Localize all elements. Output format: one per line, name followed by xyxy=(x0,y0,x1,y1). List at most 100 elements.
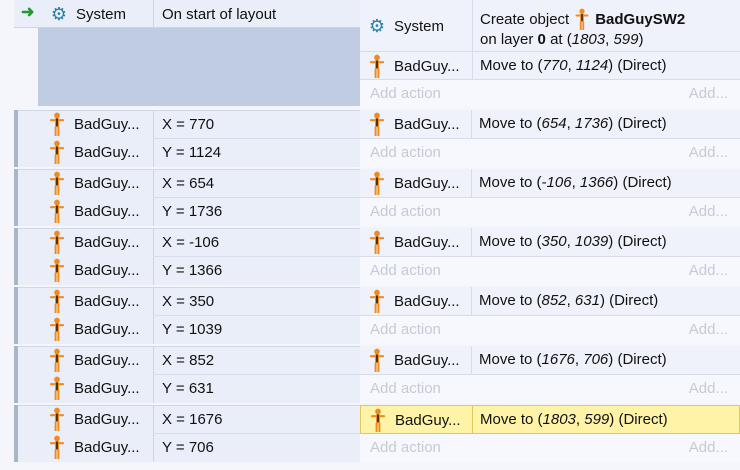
add-action-row[interactable]: Add action Add... xyxy=(360,434,740,462)
action-object[interactable]: BadGuy... xyxy=(366,230,460,254)
condition-object[interactable]: BadGuy... xyxy=(46,289,140,313)
condition-text[interactable]: Y = 706 xyxy=(162,439,214,456)
action-row[interactable]: ⚙ System Create object BadGuySW2 on laye… xyxy=(360,0,740,52)
add-button[interactable]: Add... xyxy=(688,439,728,456)
add-button[interactable]: Add... xyxy=(688,144,728,161)
condition-text[interactable]: Y = 631 xyxy=(162,380,214,397)
condition-row[interactable]: BadGuy... Y = 631 xyxy=(18,374,360,403)
move-to-action[interactable]: Move to (350, 1039) (Direct) xyxy=(479,233,667,250)
action-object[interactable]: ⚙ System xyxy=(366,14,444,38)
action-object[interactable]: BadGuy... xyxy=(366,112,460,136)
condition-text[interactable]: Y = 1039 xyxy=(162,321,223,338)
action-row[interactable]: BadGuy... Move to (770, 1124) (Direct) xyxy=(360,52,740,80)
event-block[interactable]: BadGuy... X = -106 BadGuy... Y = 1366 Ba… xyxy=(0,228,740,285)
orange-stick-figure-icon xyxy=(369,171,385,195)
add-button[interactable]: Add... xyxy=(688,203,728,220)
add-action-button[interactable]: Add action xyxy=(370,380,441,397)
condition-object[interactable]: BadGuy... xyxy=(46,317,140,341)
condition-row[interactable]: BadGuy... Y = 1124 xyxy=(18,138,360,167)
condition-object[interactable]: ⚙ System xyxy=(48,0,126,28)
condition-object[interactable]: BadGuy... xyxy=(46,435,140,459)
action-text: Move to xyxy=(479,233,533,250)
action-object[interactable]: BadGuy... xyxy=(367,408,461,432)
create-object-action[interactable]: Create object BadGuySW2 on layer 0 at (1… xyxy=(480,8,685,49)
add-button[interactable]: Add... xyxy=(688,380,728,397)
event-block[interactable]: BadGuy... X = 654 BadGuy... Y = 1736 Bad… xyxy=(0,169,740,226)
add-action-button[interactable]: Add action xyxy=(370,439,441,456)
condition-text[interactable]: X = 852 xyxy=(162,352,215,369)
condition-empty-area[interactable] xyxy=(38,28,360,106)
move-to-action[interactable]: Move to (654, 1736) (Direct) xyxy=(479,115,667,132)
condition-row[interactable]: BadGuy... X = 654 xyxy=(18,169,360,197)
move-to-action[interactable]: Move to (-106, 1366) (Direct) xyxy=(479,174,672,191)
action-row[interactable]: BadGuy... Move to (1803, 599) (Direct) xyxy=(360,405,740,434)
add-action-button[interactable]: Add action xyxy=(370,203,441,220)
x-value: 1676 xyxy=(541,351,575,368)
condition-text[interactable]: Y = 1366 xyxy=(162,262,223,279)
add-button[interactable]: Add... xyxy=(688,321,728,338)
condition-row[interactable]: BadGuy... X = 770 xyxy=(18,110,360,138)
condition-object[interactable]: BadGuy... xyxy=(46,112,140,136)
event-block[interactable]: BadGuy... X = 1676 BadGuy... Y = 706 Bad… xyxy=(0,405,740,462)
action-object[interactable]: BadGuy... xyxy=(366,289,460,313)
x-value: 350 xyxy=(541,233,567,250)
add-action-row[interactable]: Add action Add... xyxy=(360,375,740,403)
condition-text[interactable]: On start of layout xyxy=(162,5,277,23)
event-block[interactable]: BadGuy... X = 770 BadGuy... Y = 1124 Bad… xyxy=(0,110,740,167)
condition-object[interactable]: BadGuy... xyxy=(46,258,140,282)
condition-row[interactable]: BadGuy... Y = 1366 xyxy=(18,256,360,285)
move-to-action[interactable]: Move to (770, 1124) (Direct) xyxy=(480,57,667,74)
action-row[interactable]: BadGuy... Move to (1676, 706) (Direct) xyxy=(360,346,740,375)
condition-text[interactable]: X = -106 xyxy=(162,234,220,251)
add-action-row[interactable]: Add action Add... xyxy=(360,198,740,226)
y-value: 599 xyxy=(584,411,610,428)
add-action-button[interactable]: Add action xyxy=(370,144,441,161)
add-action-row[interactable]: Add action Add... xyxy=(360,139,740,167)
condition-row[interactable]: ➜ ⚙ System On start of layout xyxy=(14,0,360,28)
condition-object[interactable]: BadGuy... xyxy=(46,199,140,223)
action-row[interactable]: BadGuy... Move to (-106, 1366) (Direct) xyxy=(360,169,740,198)
condition-text[interactable]: X = 770 xyxy=(162,116,215,133)
add-action-row[interactable]: Add action Add... xyxy=(360,257,740,285)
condition-object[interactable]: BadGuy... xyxy=(46,140,140,164)
condition-text[interactable]: Y = 1124 xyxy=(162,144,222,161)
orange-stick-figure-icon xyxy=(370,408,386,432)
event-block[interactable]: BadGuy... X = 350 BadGuy... Y = 1039 Bad… xyxy=(0,287,740,344)
condition-object[interactable]: BadGuy... xyxy=(46,171,140,195)
condition-text[interactable]: X = 654 xyxy=(162,175,215,192)
action-object[interactable]: BadGuy... xyxy=(366,348,460,372)
move-to-action[interactable]: Move to (852, 631) (Direct) xyxy=(479,292,659,309)
condition-object[interactable]: BadGuy... xyxy=(46,230,140,254)
condition-row[interactable]: BadGuy... X = 1676 xyxy=(18,405,360,433)
add-action-row[interactable]: Add action Add... xyxy=(360,80,740,107)
condition-object[interactable]: BadGuy... xyxy=(46,376,140,400)
condition-row[interactable]: BadGuy... X = -106 xyxy=(18,228,360,256)
condition-text[interactable]: Y = 1736 xyxy=(162,203,223,220)
event-block[interactable]: BadGuy... X = 852 BadGuy... Y = 631 BadG… xyxy=(0,346,740,403)
condition-row[interactable]: BadGuy... X = 350 xyxy=(18,287,360,315)
condition-text[interactable]: X = 1676 xyxy=(162,411,223,428)
action-row[interactable]: BadGuy... Move to (852, 631) (Direct) xyxy=(360,287,740,316)
add-action-button[interactable]: Add action xyxy=(370,85,441,102)
action-object[interactable]: BadGuy... xyxy=(366,171,460,195)
event-block[interactable]: ➜ ⚙ System On start of layout ⚙ System C… xyxy=(0,0,740,108)
add-button[interactable]: Add... xyxy=(688,85,728,102)
add-action-button[interactable]: Add action xyxy=(370,321,441,338)
condition-object[interactable]: BadGuy... xyxy=(46,407,140,431)
add-action-button[interactable]: Add action xyxy=(370,262,441,279)
condition-row[interactable]: BadGuy... Y = 1736 xyxy=(18,197,360,226)
move-to-action[interactable]: Move to (1803, 599) (Direct) xyxy=(480,411,668,428)
add-button[interactable]: Add... xyxy=(688,262,728,279)
condition-row[interactable]: BadGuy... Y = 1039 xyxy=(18,315,360,344)
move-to-action[interactable]: Move to (1676, 706) (Direct) xyxy=(479,351,667,368)
condition-text[interactable]: X = 350 xyxy=(162,293,215,310)
condition-object[interactable]: BadGuy... xyxy=(46,348,140,372)
condition-row[interactable]: BadGuy... Y = 706 xyxy=(18,433,360,462)
add-action-row[interactable]: Add action Add... xyxy=(360,316,740,344)
action-object[interactable]: BadGuy... xyxy=(366,54,460,78)
action-text: (Direct) xyxy=(622,174,672,191)
condition-row[interactable]: BadGuy... X = 852 xyxy=(18,346,360,374)
action-row[interactable]: BadGuy... Move to (654, 1736) (Direct) xyxy=(360,110,740,139)
action-text: Move to xyxy=(479,351,533,368)
action-row[interactable]: BadGuy... Move to (350, 1039) (Direct) xyxy=(360,228,740,257)
